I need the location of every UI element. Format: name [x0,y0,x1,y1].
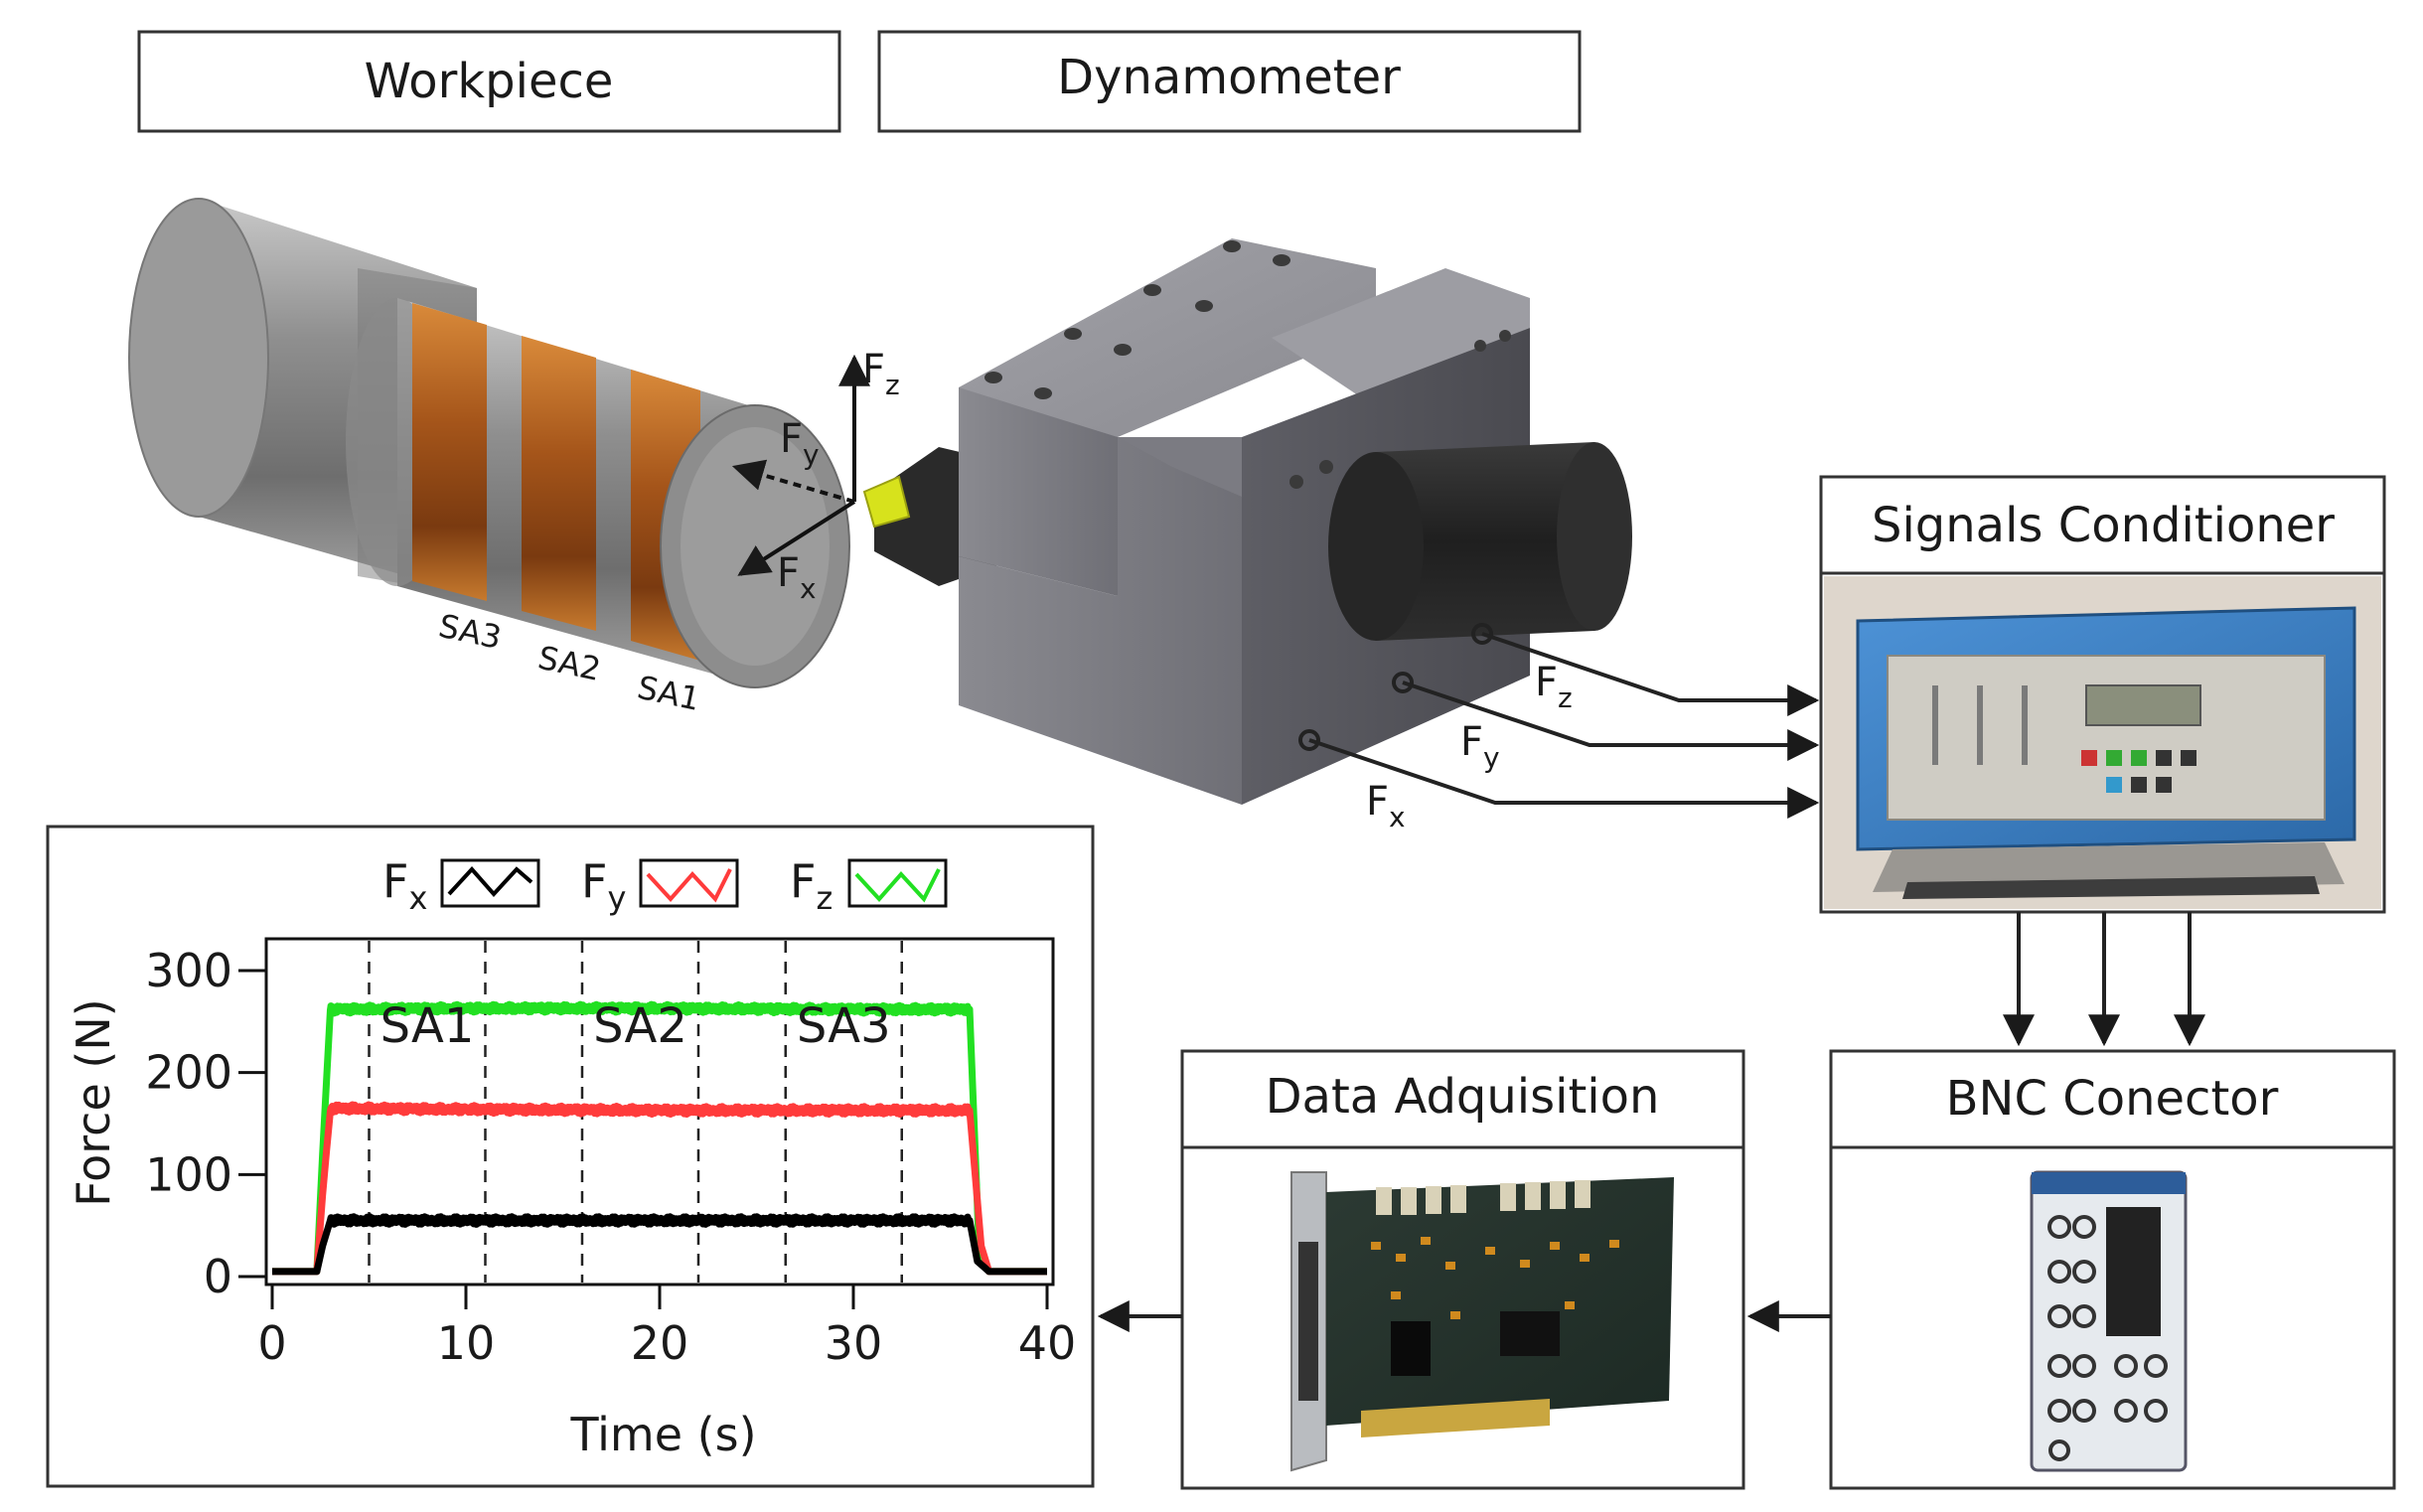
data-acquisition-label: Data Adquisition [1266,1069,1660,1125]
legend-fx-label: Fx [382,854,427,917]
section-label-2: SA3 [797,998,891,1054]
legend-fz-label: Fz [790,854,833,917]
series-fx-line [272,1213,1047,1276]
legend-fz-swatch [854,868,941,903]
legend-fx-swatch [447,866,533,897]
data-acquisition-box: Data Adquisition [1180,1049,1745,1490]
x-tick-label-40: 40 [1018,1316,1077,1370]
bnc-connector-label: BNC Conector [1946,1071,2279,1127]
strain-gauge-bands [412,303,700,661]
x-tick-label-30: 30 [825,1316,883,1370]
fx-signal-label: Fx [1366,779,1406,833]
force-axes: Fz Fy Fx [731,347,900,605]
legend-fy-label: Fy [581,854,626,917]
legend-fx: Fx [382,854,540,917]
section-label-1: SA2 [593,998,687,1054]
workpiece-label-box: Workpiece [137,30,841,133]
bnc-connector-device [2030,1170,2188,1472]
legend-fz: Fz [790,854,948,917]
legend-fy-swatch [646,868,732,903]
workpiece-illustration: SA3 SA2 SA1 [128,198,850,718]
fz-signal-label: Fz [1535,660,1573,714]
legend-fy: Fy [581,854,739,917]
series-fz-line [272,1000,1047,1276]
dynamometer-signal-lines [1308,632,1820,819]
dynamometer-label: Dynamometer [1057,50,1401,105]
y-tick-label-0: 0 [204,1250,232,1303]
fy-signal-label: Fy [1460,719,1500,774]
x-tick-label-10: 10 [437,1316,496,1370]
bnc-connector-box: BNC Conector [1829,1049,2396,1490]
x-axis-ticks: 0 10 20 30 40 [257,1285,1076,1370]
signals-conditioner-box: Signals Conditioner [1819,475,2386,914]
series-fy-line [272,1101,1047,1276]
fx-axis-label: Fx [777,550,817,605]
y-tick-label-300: 300 [145,944,232,997]
signals-conditioner-label: Signals Conditioner [1872,498,2335,553]
workpiece-label: Workpiece [365,54,614,109]
chart-series [272,1000,1047,1276]
sa2-label: SA2 [534,639,604,688]
x-tick-label-20: 20 [631,1316,689,1370]
sa3-label: SA3 [435,607,505,657]
daq-card-device [1290,1171,1674,1472]
dynamometer-illustration [862,238,1632,805]
sa1-label: SA1 [634,669,703,718]
fz-axis-label: Fz [862,347,900,401]
y-axis-title: Force (N) [67,998,120,1206]
chart-legend: Fx Fy Fz [382,854,948,917]
x-tick-label-0: 0 [257,1316,286,1370]
section-label-0: SA1 [380,998,475,1054]
fy-axis-label: Fy [780,416,820,471]
y-tick-label-200: 200 [145,1046,232,1100]
conditioner-to-bnc-arrows [2003,912,2205,1047]
signals-conditioner-device [1856,606,2356,899]
y-axis-ticks: 0 100 200 300 [145,944,266,1303]
x-axis-title: Time (s) [569,1408,756,1461]
y-tick-label-100: 100 [145,1147,232,1201]
section-labels: SA1 SA2 SA3 [380,998,891,1054]
dynamometer-label-box: Dynamometer [877,30,1582,133]
